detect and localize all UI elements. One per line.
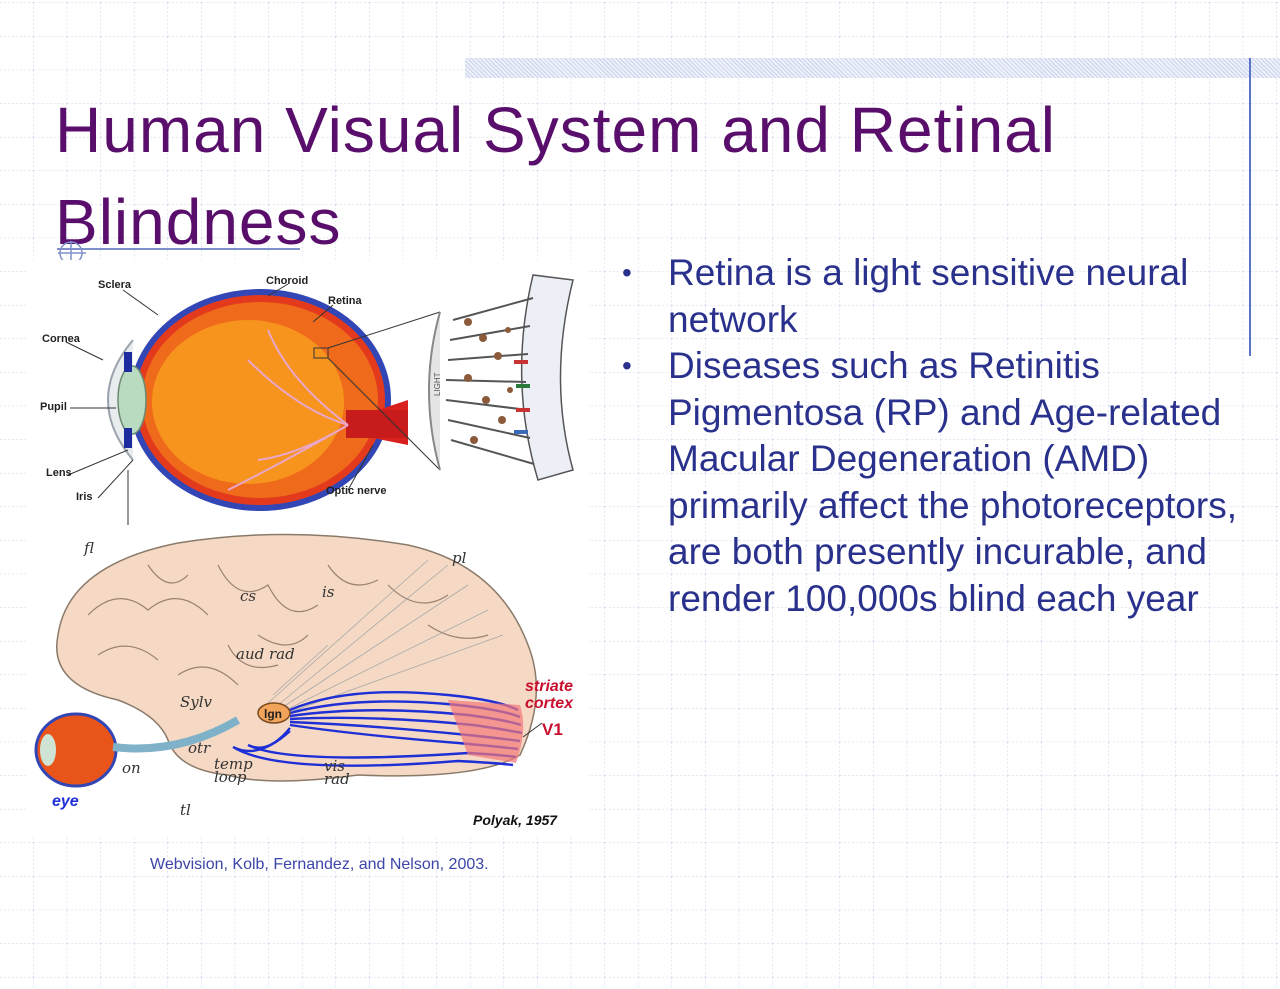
figure-credit: Polyak, 1957 [473, 812, 558, 828]
cs-label: cs [240, 587, 256, 605]
bullet-dot-icon: • [622, 257, 632, 288]
cornea-label: Cornea [42, 333, 81, 345]
figure-caption: Webvision, Kolb, Fernandez, and Nelson, … [150, 856, 489, 873]
sclera-label: Sclera [98, 279, 132, 291]
is-label: is [322, 583, 335, 601]
bullet-item: • Diseases such as Retinitis Pigmentosa (… [620, 343, 1240, 622]
aud-rad-label: aud rad [236, 645, 295, 663]
pl-label: pl [452, 549, 467, 567]
header-band [465, 58, 1280, 78]
slide-title: Human Visual System and Retinal Blindnes… [55, 94, 1056, 258]
bullet-dot-icon: • [622, 350, 632, 381]
retina-label: Retina [328, 295, 363, 307]
fl-label: fl [83, 539, 94, 557]
otr-label: otr [188, 739, 211, 757]
accent-rule [1249, 58, 1251, 356]
v1-label: V1 [542, 720, 563, 739]
bullet-list: • Retina is a light sensitive neural netw… [620, 250, 1240, 622]
bullet-item: • Retina is a light sensitive neural netw… [620, 250, 1240, 343]
bullet-text: Diseases such as Retinitis Pigmentosa (R… [668, 345, 1237, 619]
eye-anatomy-figure: LIGHT Sclera Choroid Retina Cornea Pupil… [28, 260, 588, 525]
title-underline [57, 248, 300, 250]
lgn-nucleus [257, 702, 291, 724]
light-label: LIGHT [433, 372, 442, 396]
retina-layers-inset: LIGHT [428, 274, 574, 481]
choroid-label: Choroid [266, 275, 308, 287]
tl-label: tl [180, 801, 191, 819]
lgn-label: lgn [264, 707, 282, 721]
on-label: on [122, 759, 141, 777]
bullet-text: Retina is a light sensitive neural netwo… [668, 252, 1189, 340]
sylv-label: Sylv [180, 693, 213, 711]
lens-shape [117, 365, 147, 435]
pupil-label: Pupil [40, 401, 67, 413]
eye-label: eye [52, 793, 79, 810]
optic-nerve-label: Optic nerve [326, 485, 387, 497]
lens-label: Lens [46, 467, 72, 479]
iris-label: Iris [76, 491, 93, 503]
